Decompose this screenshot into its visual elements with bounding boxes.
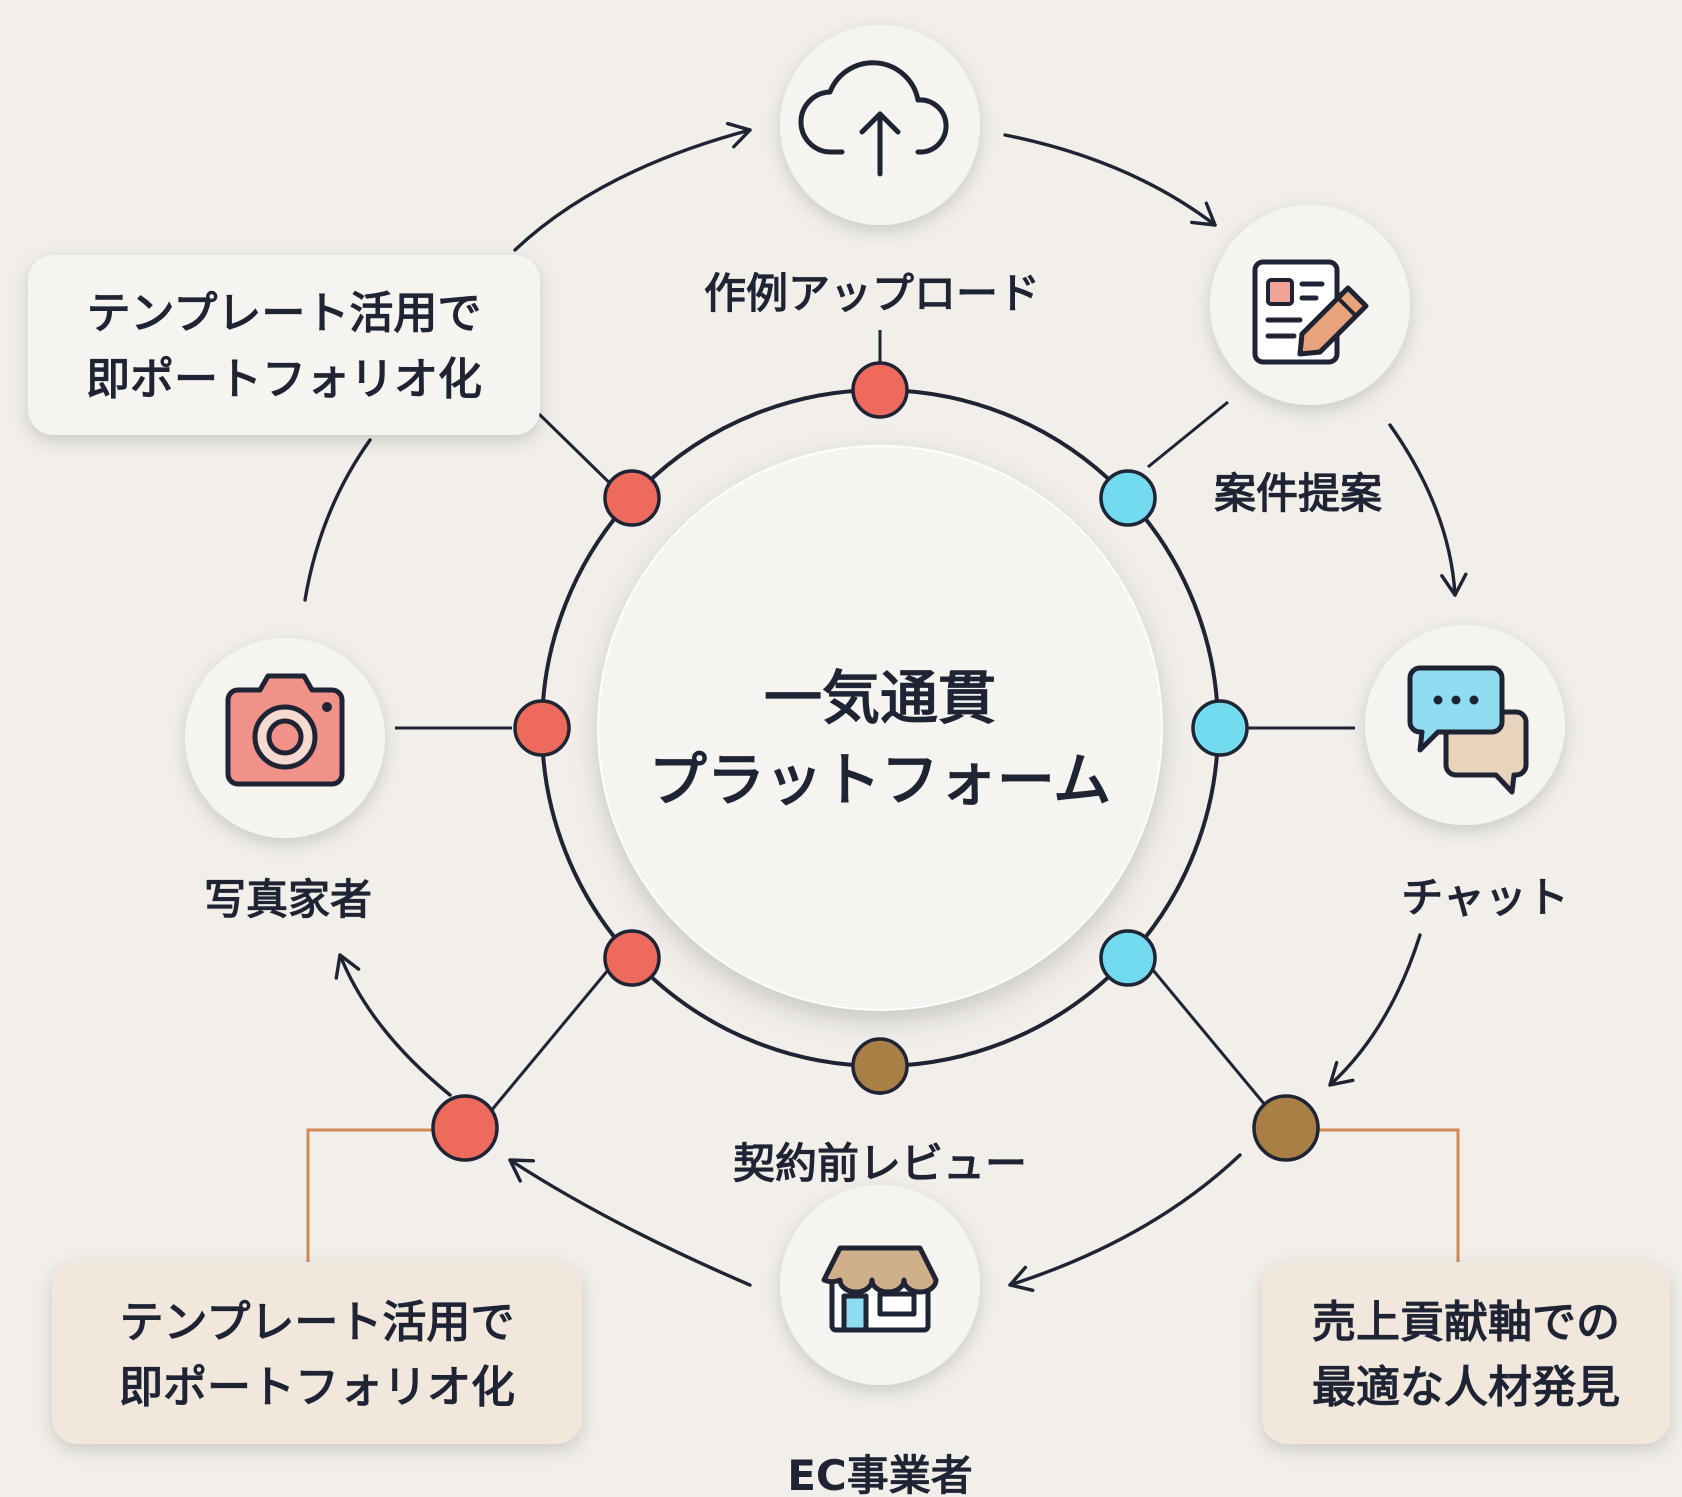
callout-bottom-left: テンプレート活用で 即ポートフォリオ化 xyxy=(52,1262,582,1444)
callout-top-left-line-2: 即ポートフォリオ化 xyxy=(86,354,482,405)
ring-dot-right xyxy=(1191,699,1249,757)
hub: 一気通貫 プラットフォーム xyxy=(597,445,1163,1011)
arrow-upload-to-proposal xyxy=(1003,133,1217,227)
node-upload[interactable] xyxy=(780,25,980,225)
chat-label: チャット xyxy=(1401,873,1569,922)
node-chat[interactable] xyxy=(1365,625,1565,825)
hub-title-line-1: 一気通貫 xyxy=(764,664,996,732)
outer-dot-bottom-left xyxy=(431,1094,499,1162)
node-ec[interactable] xyxy=(780,1185,980,1385)
cloud-upload-icon xyxy=(798,60,949,177)
arrow-proposal-to-chat xyxy=(1388,423,1468,597)
callout-bottom-left-line-1: テンプレート活用で xyxy=(120,1297,515,1348)
arrow-to-ec xyxy=(1008,1153,1242,1293)
hub-title-line-2: プラットフォーム xyxy=(649,746,1111,814)
ring-dot-top-left xyxy=(603,469,661,527)
ring-dot-bottom xyxy=(851,1037,909,1095)
arrow-chat-to-review xyxy=(1328,933,1422,1087)
ec-label: EC事業者 xyxy=(787,1451,973,1497)
upload-label: 作例アップロード xyxy=(704,269,1040,318)
outer-dot-bottom-right xyxy=(1252,1094,1320,1162)
ring-dots xyxy=(431,361,1320,1162)
callout-bottom-right: 売上貢献軸での 最適な人材発見 xyxy=(1262,1262,1670,1444)
node-proposal[interactable] xyxy=(1210,205,1410,405)
photographer-label: 写真家者 xyxy=(204,875,372,924)
ring-dot-top-right xyxy=(1099,469,1157,527)
callout-bottom-right-line-2: 最適な人材発見 xyxy=(1312,1362,1620,1413)
callout-bottom-right-line-1: 売上貢献軸での xyxy=(1312,1297,1620,1348)
callout-connectors xyxy=(306,1128,1460,1262)
camera-icon xyxy=(225,673,345,787)
arrow-to-photographer xyxy=(334,953,452,1097)
arrow-to-upload xyxy=(513,121,752,252)
ring-dot-top xyxy=(851,361,909,419)
node-photographer[interactable] xyxy=(185,638,385,838)
arrow-photographer-up xyxy=(303,438,372,602)
callout-top-left-line-1: テンプレート活用で xyxy=(87,288,482,339)
ring-dot-left xyxy=(513,699,571,757)
arrow-ec-to-left xyxy=(508,1158,752,1287)
storefront-icon xyxy=(821,1245,939,1333)
ring-dot-bottom-right xyxy=(1099,929,1157,987)
cycle-arrows xyxy=(303,121,1468,1293)
chat-bubbles-icon xyxy=(1407,665,1529,795)
proposal-label: 案件提案 xyxy=(1214,469,1383,518)
callout-top-left: テンプレート活用で 即ポートフォリオ化 xyxy=(28,255,540,435)
callout-bottom-left-line-2: 即ポートフォリオ化 xyxy=(119,1362,515,1413)
document-edit-icon xyxy=(1252,259,1369,365)
review-label: 契約前レビュー xyxy=(733,1139,1027,1188)
ring-dot-bottom-left xyxy=(603,929,661,987)
